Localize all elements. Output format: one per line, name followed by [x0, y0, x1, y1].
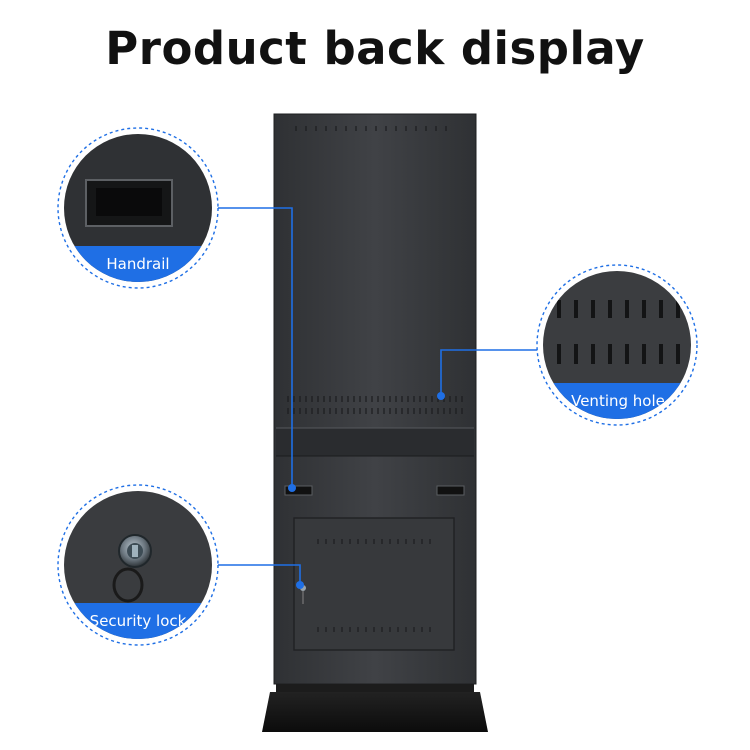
kiosk-base — [262, 692, 488, 732]
lock-connector — [212, 564, 301, 585]
venting-hole-area — [287, 396, 463, 414]
security-lock-label: Security lock — [90, 612, 187, 630]
callout-venting-hole: Venting hole — [536, 264, 698, 426]
callout-security-lock: Security lock — [57, 484, 219, 646]
handrail-label: Handrail — [106, 255, 169, 273]
handrail-connector — [212, 207, 293, 488]
handrail-slot-right — [436, 485, 465, 496]
handrail-connector-dot — [288, 484, 296, 492]
handrail-slot-left — [284, 485, 313, 496]
venting-hole-label: Venting hole — [571, 392, 665, 410]
page-title: Product back display — [105, 22, 645, 75]
lock-connector-dot — [296, 581, 304, 589]
venting-connector — [440, 349, 545, 396]
connector-lines — [212, 207, 545, 585]
callout-handrail: Handrail — [57, 127, 219, 289]
venting-connector-dot — [437, 392, 445, 400]
key-ring-icon — [112, 567, 144, 603]
kiosk-body — [262, 113, 488, 732]
